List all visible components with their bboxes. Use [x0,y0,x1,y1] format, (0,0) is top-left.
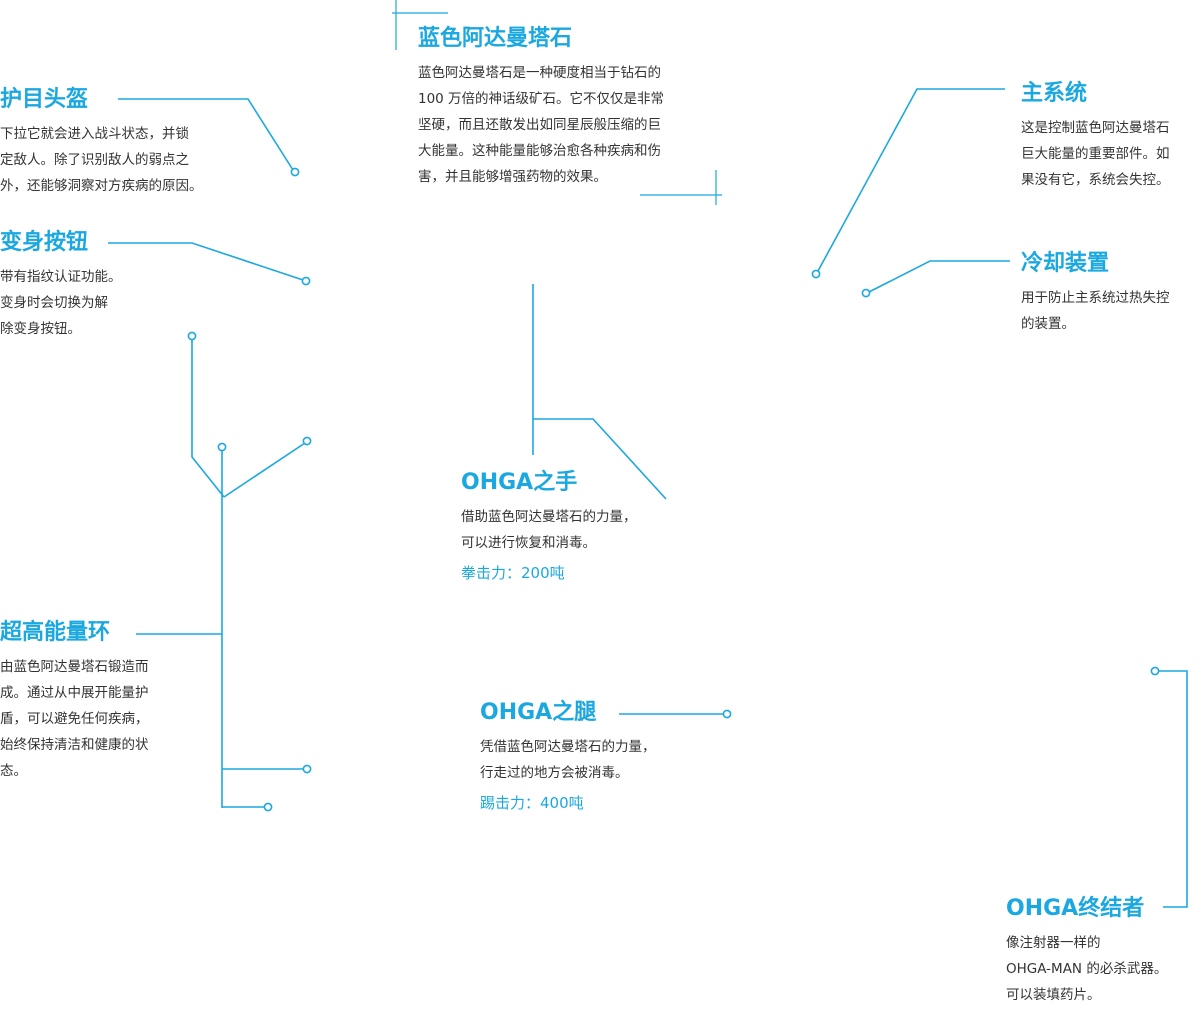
terminator-description: 像注射器一样的 OHGA-MAN 的必杀武器。 可以装填药片。 [1006,930,1198,1008]
main-system-title: 主系统 [1021,81,1088,106]
terminator-line: 像注射器一样的 [1006,935,1101,951]
adamantite-line: 害，并且能够增强药物的效果。 [418,169,607,185]
leg-description: 凭借蓝色阿达曼塔石的力量， 行走过的地方会被消毒。 [480,734,720,786]
hand-line: 可以进行恢复和消毒。 [461,535,596,551]
terminator-anchor-dot [1150,666,1160,676]
cooling-description: 用于防止主系统过热失控 的装置。 [1021,285,1199,337]
main-system-line: 果没有它，系统会失控。 [1021,172,1170,188]
hand-punch-stat: 拳击力：200吨 [461,564,565,582]
energy-ring-line: 由蓝色阿达曼塔石锻造而 [0,659,149,675]
leg-callout: OHGA之腿 凭借蓝色阿达曼塔石的力量， 行走过的地方会被消毒。 踢击力：400… [480,698,720,816]
terminator-line: OHGA-MAN 的必杀武器。 [1006,961,1168,977]
helmet-anchor-dot [290,167,300,177]
helmet-line: 下拉它就会进入战斗状态，并锁 [0,126,189,142]
energy-ring-branch-right [223,442,306,498]
transform-button-leader-line [108,242,304,281]
energy-ring-title: 超高能量环 [0,620,111,645]
transform-button-line: 变身时会切换为解 [0,295,108,311]
transform-button-description: 带有指纹认证功能。 变身时会切换为解 除变身按钮。 [0,264,200,342]
transform-button-title: 变身按钮 [0,230,89,255]
energy-ring-line: 始终保持清洁和健康的状 [0,737,149,753]
helmet-callout: 护目头盔 下拉它就会进入战斗状态，并锁 定敌人。除了识别敌人的弱点之 外，还能够… [0,85,260,199]
helmet-description: 下拉它就会进入战斗状态，并锁 定敌人。除了识别敌人的弱点之 外，还能够洞察对方疾… [0,121,260,199]
hand-description: 借助蓝色阿达曼塔石的力量， 可以进行恢复和消毒。 [461,504,691,556]
energy-ring-line: 态。 [0,763,27,779]
hand-line: 借助蓝色阿达曼塔石的力量， [461,509,637,525]
main-system-anchor-dot [811,269,821,279]
adamantite-line: 坚硬，而且还散发出如同星辰般压缩的巨 [418,117,661,133]
leg-line: 行走过的地方会被消毒。 [480,765,629,781]
cooling-line: 的装置。 [1021,316,1075,332]
energy-ring-dot-mid [302,764,312,774]
cooling-leader-line [868,260,1010,293]
energy-ring-dot-right [302,436,312,446]
cooling-title: 冷却装置 [1021,251,1110,276]
transform-button-anchor-dot [301,276,311,286]
main-system-line: 巨大能量的重要部件。如 [1021,146,1170,162]
leg-title: OHGA之腿 [480,700,597,725]
adamantite-line: 大能量。这种能量能够治愈各种疾病和伤 [418,143,661,159]
main-system-callout: 主系统 这是控制蓝色阿达曼塔石 巨大能量的重要部件。如 果没有它，系统会失控。 [1021,79,1199,193]
transform-button-line: 带有指纹认证功能。 [0,269,122,285]
leg-anchor-dot [722,709,732,719]
energy-ring-dot-left [187,331,197,341]
helmet-line: 定敌人。除了识别敌人的弱点之 [0,152,189,168]
leg-line: 凭借蓝色阿达曼塔石的力量， [480,739,656,755]
energy-ring-callout: 超高能量环 由蓝色阿达曼塔石锻造而 成。通过从中展开能量护 盾，可以避免任何疾病… [0,618,200,784]
main-system-description: 这是控制蓝色阿达曼塔石 巨大能量的重要部件。如 果没有它，系统会失控。 [1021,115,1199,193]
adamantite-line: 蓝色阿达曼塔石是一种硬度相当于钻石的 [418,65,661,81]
hand-title: OHGA之手 [461,470,578,495]
helmet-title: 护目头盔 [0,87,89,112]
helmet-line: 外，还能够洞察对方疾病的原因。 [0,178,203,194]
energy-ring-dot-top [217,442,227,452]
hand-branch-line [533,418,667,500]
terminator-line: 可以装填药片。 [1006,987,1101,1003]
cooling-anchor-dot [861,288,871,298]
adamantite-description: 蓝色阿达曼塔石是一种硬度相当于钻石的 100 万倍的神话级矿石。它不仅仅是非常 … [418,60,728,190]
main-system-leader-line [817,88,1005,272]
energy-ring-line: 盾，可以避免任何疾病， [0,711,149,727]
energy-ring-branch-left [191,339,225,498]
cooling-line: 用于防止主系统过热失控 [1021,290,1170,306]
adamantite-line: 100 万倍的神话级矿石。它不仅仅是非常 [418,91,665,107]
adamantite-title: 蓝色阿达曼塔石 [418,26,573,51]
main-system-line: 这是控制蓝色阿达曼塔石 [1021,120,1170,136]
transform-button-callout: 变身按钮 带有指纹认证功能。 变身时会切换为解 除变身按钮。 [0,228,200,342]
hand-callout: OHGA之手 借助蓝色阿达曼塔石的力量， 可以进行恢复和消毒。 拳击力：200吨 [461,468,691,586]
terminator-leader-line [1158,670,1188,908]
leg-kick-stat: 踢击力：400吨 [480,794,584,812]
energy-ring-line: 成。通过从中展开能量护 [0,685,149,701]
terminator-title: OHGA终结者 [1006,896,1145,921]
energy-ring-dot-bottom [263,802,273,812]
energy-ring-description: 由蓝色阿达曼塔石锻造而 成。通过从中展开能量护 盾，可以避免任何疾病， 始终保持… [0,654,200,784]
helmet-leader-line [118,98,294,171]
adamantite-callout: 蓝色阿达曼塔石 蓝色阿达曼塔石是一种硬度相当于钻石的 100 万倍的神话级矿石。… [418,24,728,190]
transform-button-line: 除变身按钮。 [0,321,81,337]
cooling-callout: 冷却装置 用于防止主系统过热失控 的装置。 [1021,249,1199,337]
terminator-callout: OHGA终结者 像注射器一样的 OHGA-MAN 的必杀武器。 可以装填药片。 [1006,894,1198,1008]
